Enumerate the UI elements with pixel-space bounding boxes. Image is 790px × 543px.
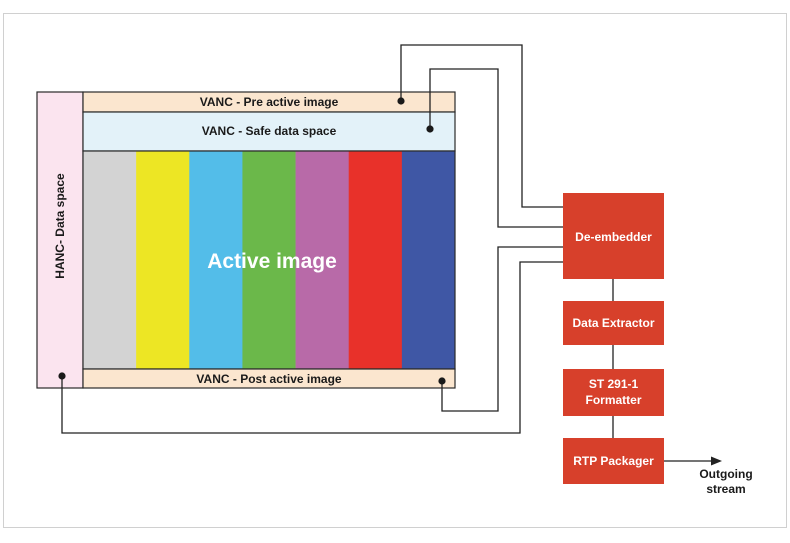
connector-vanc-pre xyxy=(400,44,563,208)
color-bar xyxy=(295,151,350,369)
vanc-post-label: VANC - Post active image xyxy=(196,372,341,386)
rtp-packager-label: RTP Packager xyxy=(573,454,654,468)
hanc-label: HANC- Data space xyxy=(53,173,67,279)
data-extractor-block xyxy=(563,301,664,345)
color-bars xyxy=(83,151,456,369)
dot-vanc-post xyxy=(438,377,446,385)
color-bar xyxy=(348,151,403,369)
active-image-label: Active image xyxy=(207,250,337,273)
dot-vanc-safe xyxy=(426,125,434,133)
color-bar xyxy=(242,151,296,369)
vanc-pre-label: VANC - Pre active image xyxy=(200,95,339,109)
rtp-packager-block xyxy=(563,438,664,484)
dot-vanc-pre xyxy=(397,97,405,105)
deembedder-label: De-embedder xyxy=(575,230,652,244)
connector-vanc-post xyxy=(441,246,563,412)
output-arrow-head xyxy=(711,456,722,466)
output-label-line2: stream xyxy=(706,482,745,496)
output-label-line1: Outgoing xyxy=(699,467,752,481)
connector-vanc-safe xyxy=(429,68,563,228)
hanc-data-space xyxy=(36,91,84,389)
dot-hanc xyxy=(58,372,66,380)
deembedder-block xyxy=(563,193,664,279)
color-bar xyxy=(136,151,190,369)
color-bar xyxy=(83,151,137,369)
formatter-label-line1: ST 291-1 xyxy=(589,377,639,391)
color-bar xyxy=(189,151,243,369)
vanc-safe-data-space xyxy=(82,111,456,152)
connector-hanc xyxy=(61,261,563,434)
formatter-label-line2: Formatter xyxy=(585,393,641,407)
data-extractor-label: Data Extractor xyxy=(572,316,654,330)
vanc-safe-label: VANC - Safe data space xyxy=(202,124,337,138)
formatter-block xyxy=(563,369,664,416)
vanc-post-active-image xyxy=(82,368,456,389)
color-bar xyxy=(401,151,456,369)
